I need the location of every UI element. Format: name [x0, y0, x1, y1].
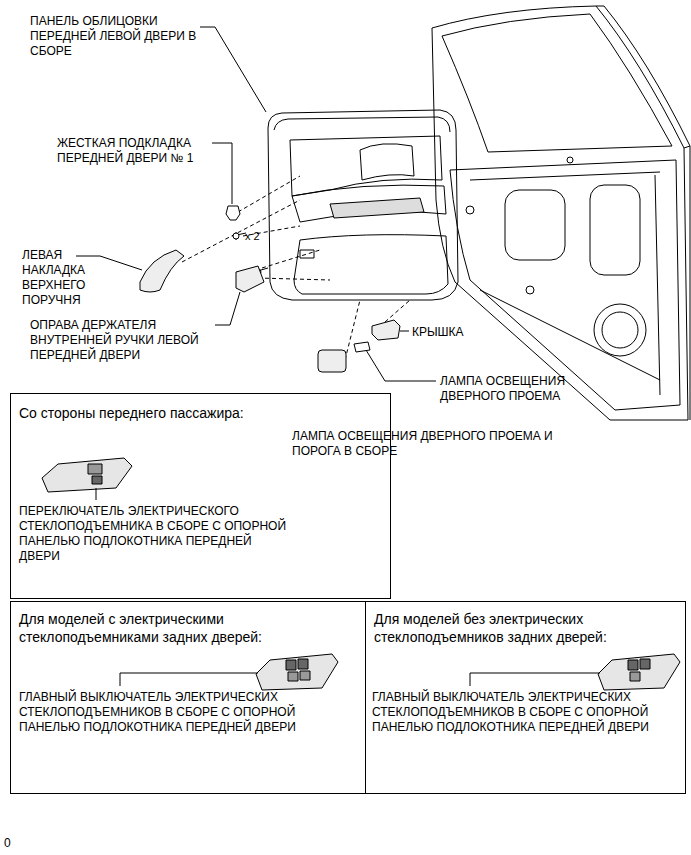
page-number: 0 — [4, 836, 24, 851]
leader-line — [366, 350, 436, 381]
trim-switch-base — [330, 198, 424, 218]
passenger-switch-box: Со стороны переднего пассажира: ПЕРЕКЛЮЧА… — [10, 393, 391, 599]
door-window-frame — [442, 14, 672, 152]
master-switch-box: Для моделей с электрическими стеклоподъе… — [10, 601, 366, 794]
part-name: ОПРАВА ДЕРЖАТЕЛЯ ВНУТРЕННЕЙ РУЧКИ ЛЕВОЙ … — [30, 318, 212, 363]
trim-armrest — [292, 185, 446, 222]
door-hole — [466, 206, 474, 214]
leader-line — [200, 27, 266, 112]
trim-reflector — [300, 250, 314, 258]
service-hole — [505, 190, 565, 260]
switch-button — [640, 659, 650, 669]
part-name: КРЫШКА — [412, 325, 492, 340]
quantity-note: x 2 — [245, 229, 285, 244]
switch-button — [92, 476, 102, 484]
switch-button — [288, 672, 298, 681]
part-name: ПЕРЕКЛЮЧАТЕЛЬ ЭЛЕКТРИЧЕСКОГО СТЕКЛОПОДЪЕ… — [19, 504, 287, 564]
door-trim-panel — [268, 110, 458, 300]
cover — [372, 320, 400, 340]
box-heading: Для моделей с электрическими стеклоподъе… — [19, 610, 354, 646]
part-name: ПАНЕЛЬ ОБЛИЦОВКИ ПЕРЕДНЕЙ ЛЕВОЙ ДВЕРИ В … — [30, 14, 205, 59]
leader-line — [470, 673, 600, 686]
courtesy-lamp-bulb — [354, 342, 370, 352]
switch-button — [630, 672, 640, 681]
trim-handle-recess — [360, 144, 414, 180]
courtesy-lamp-lens — [318, 350, 346, 372]
switch-button — [88, 464, 102, 474]
speaker-hole — [594, 304, 646, 356]
box-heading: Со стороны переднего пассажира: — [19, 404, 279, 422]
door-edge — [596, 6, 690, 420]
leader-line — [215, 292, 240, 325]
switch-button — [300, 671, 310, 680]
switch-button — [286, 660, 296, 670]
master-switch-box: Для моделей без электрических стеклоподъ… — [365, 601, 686, 794]
door-inner-panel — [450, 160, 680, 410]
trim-pocket — [294, 235, 448, 294]
door-reinforcement — [470, 172, 660, 395]
assembly-line — [182, 176, 410, 360]
part-name: ЛАМПА ОСВЕЩЕНИЯ ДВЕРНОГО ПРОЕМА И ПОРОГА… — [292, 429, 577, 459]
door-hole — [567, 157, 573, 163]
leader-line — [400, 331, 409, 332]
master-switch-icon — [598, 654, 680, 690]
part-name: ЛАМПА ОСВЕЩЕНИЯ ДВЕРНОГО ПРОЕМА — [440, 374, 580, 404]
leader-line — [96, 488, 97, 500]
part-name: ГЛАВНЫЙ ВЫКЛЮЧАТЕЛЬ ЭЛЕКТРИЧЕСКИХ СТЕКЛО… — [372, 690, 682, 735]
trim-upper-edge — [274, 117, 450, 132]
inner-handle-bezel — [236, 266, 264, 292]
part-name: ГЛАВНЫЙ ВЫКЛЮЧАТЕЛЬ ЭЛЕКТРИЧЕСКИХ СТЕКЛО… — [19, 690, 355, 735]
screw — [232, 232, 246, 240]
hard-pad-clip — [226, 206, 240, 220]
window-switch-icon — [42, 458, 132, 492]
upper-armrest-cover — [140, 250, 184, 292]
leader-line — [76, 256, 142, 270]
speaker-hole-inner — [602, 312, 638, 348]
screw-head — [233, 233, 239, 239]
leader-line — [120, 673, 258, 686]
switch-button — [628, 660, 638, 670]
trim-pad — [290, 136, 442, 196]
door-hole — [526, 286, 534, 294]
leader-line — [212, 143, 232, 204]
box-heading: Для моделей без электрических стеклоподъ… — [374, 610, 679, 646]
part-name: ЛЕВАЯ НАКЛАДКА ВЕРХНЕГО ПОРУЧНЯ — [22, 248, 102, 308]
part-name: ЖЕСТКАЯ ПОДКЛАДКА ПЕРЕДНЕЙ ДВЕРИ № 1 — [57, 136, 217, 166]
master-switch-icon — [256, 654, 338, 690]
door-frame — [432, 6, 688, 420]
switch-button — [298, 659, 308, 669]
service-hole — [590, 185, 640, 275]
